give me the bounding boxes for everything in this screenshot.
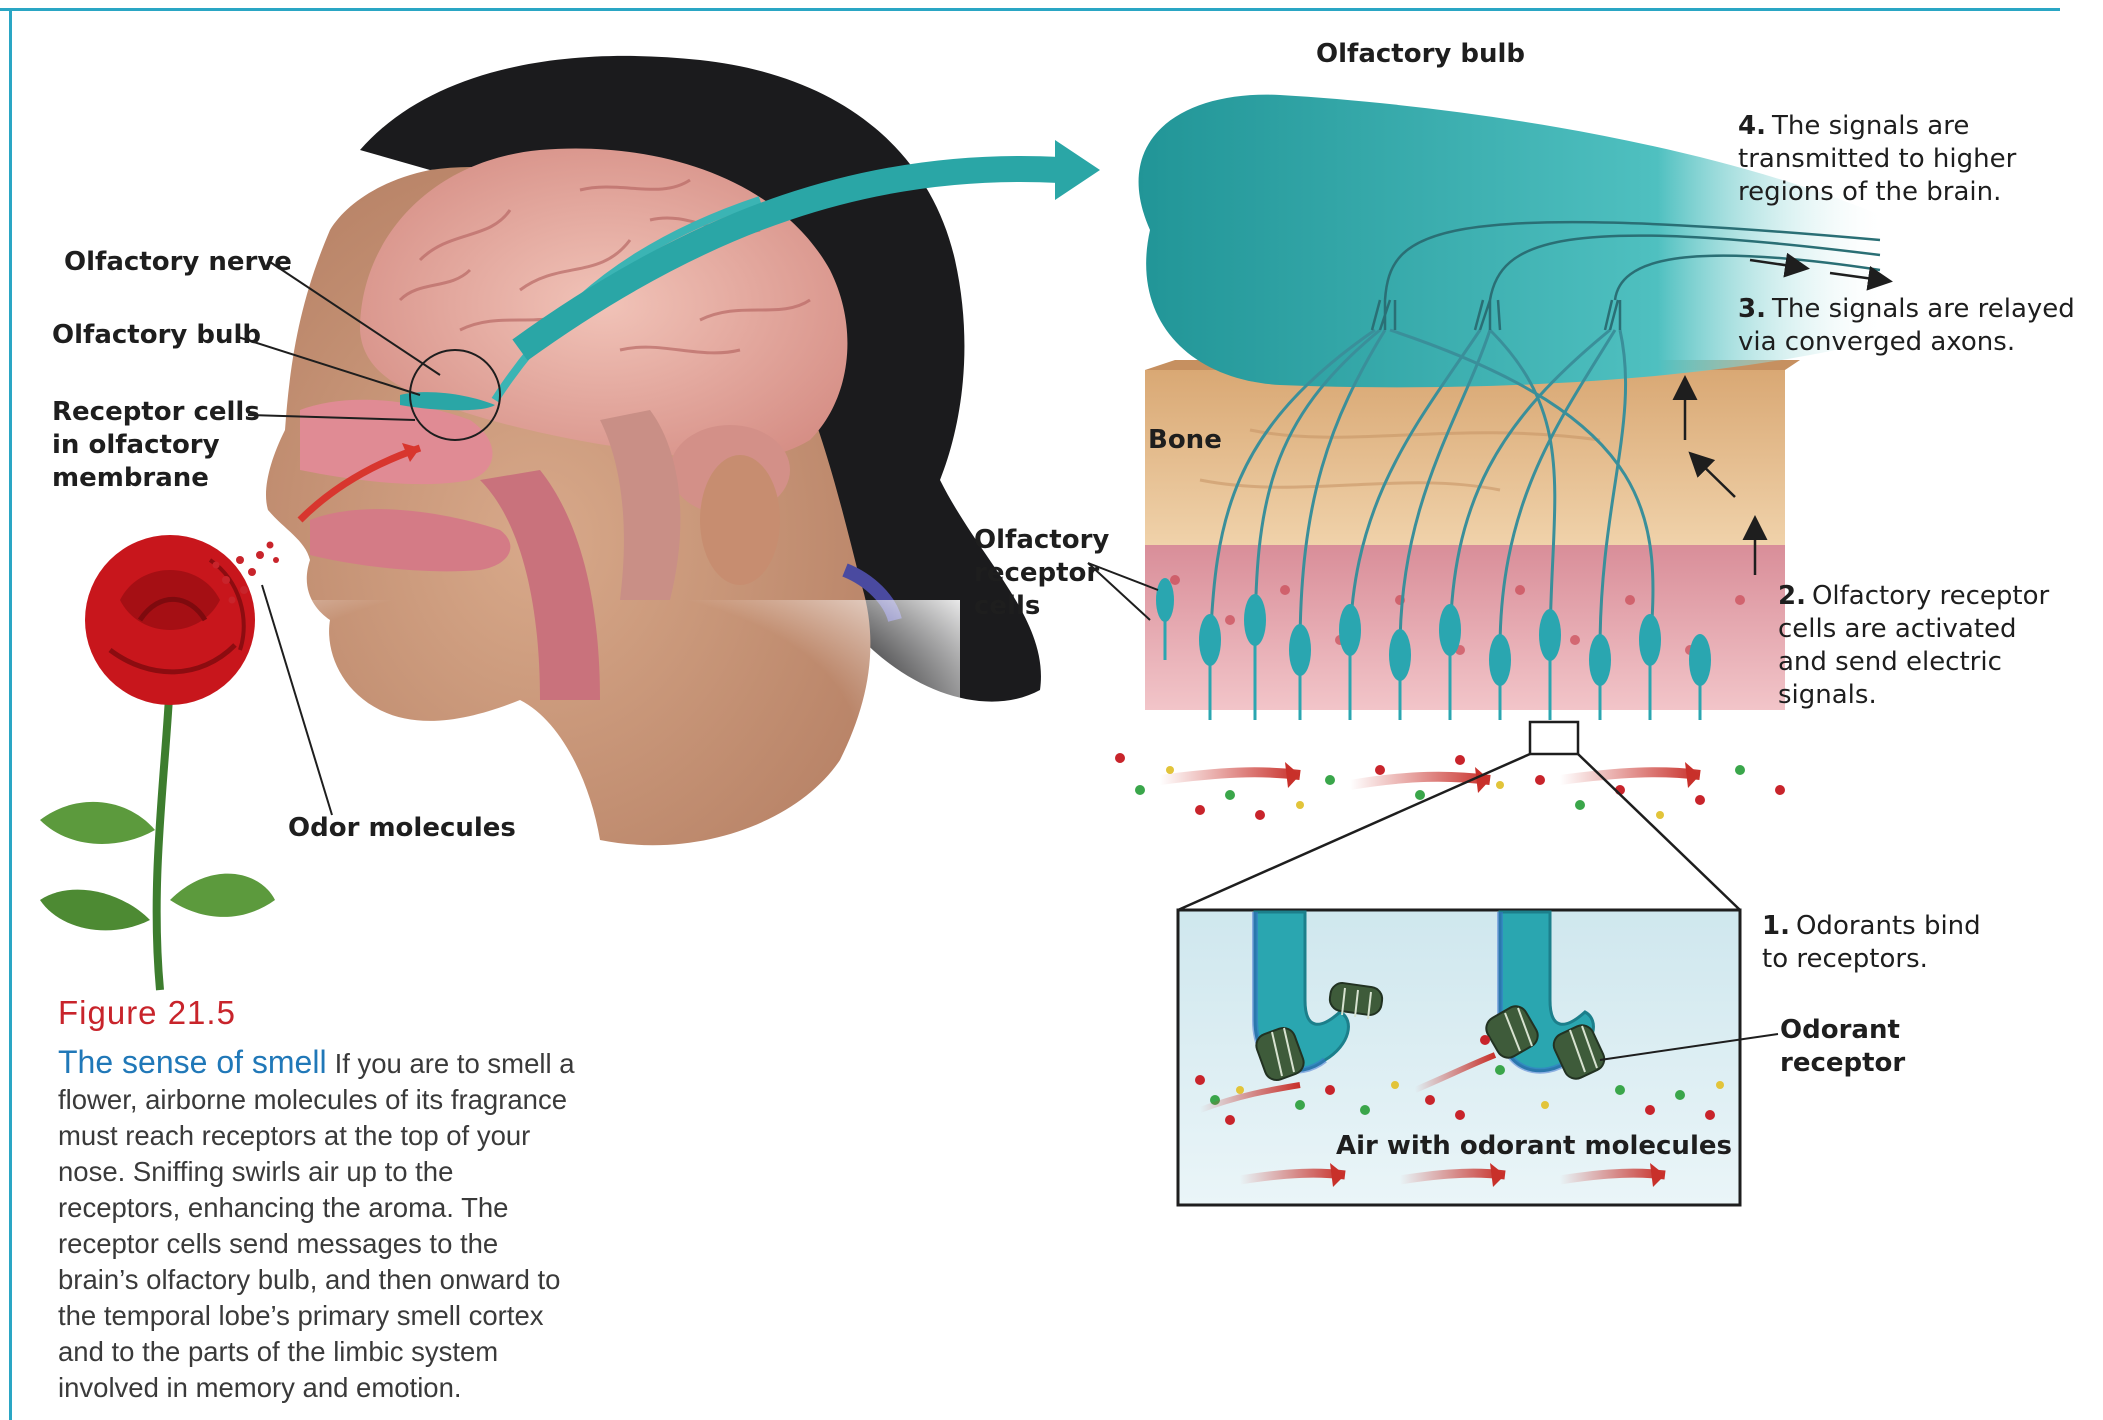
rose-leaf-2	[170, 873, 275, 917]
label-bone: Bone	[1148, 425, 1222, 455]
mouth-cavity	[310, 509, 511, 572]
olfactory-bulb-large	[1138, 94, 1880, 388]
figure-number: Figure 21.5	[58, 994, 236, 1031]
nasal-cavity	[300, 399, 493, 485]
receptor-stripes	[1271, 987, 1598, 1077]
step-1-text: Odorants bind to receptors.	[1762, 911, 1981, 974]
membrane-cells	[1170, 575, 1745, 655]
ear	[700, 455, 780, 585]
step-2: 2.Olfactory receptor cells are activated…	[1778, 580, 2049, 712]
inhale-arrow	[297, 444, 422, 523]
hair	[360, 55, 1041, 702]
inset-arrows	[1198, 1052, 1666, 1187]
brainstem	[600, 410, 681, 600]
step-3-text: The signals are relayed via converged ax…	[1738, 294, 2075, 357]
frame-top-rule	[0, 8, 2060, 11]
brain-folds	[398, 178, 811, 355]
receptor-dendrites	[1163, 620, 1702, 720]
label-olfactory-receptor-cells: Olfactory receptor cells	[974, 525, 1110, 621]
step-4-text: The signals are transmitted to higher re…	[1738, 111, 2017, 207]
step-1: 1.Odorants bind to receptors.	[1762, 910, 1981, 976]
label-receptor-cells: Receptor cells in olfactory membrane	[52, 397, 260, 493]
label-odorant-receptor: Odorant receptor	[1780, 1015, 1906, 1078]
label-olfactory-nerve: Olfactory nerve	[64, 247, 292, 277]
step-4: 4.The signals are transmitted to higher …	[1738, 110, 2016, 209]
olfactory-bulb-small	[400, 392, 495, 411]
airflow-molecules	[1115, 753, 1785, 820]
label-odor-molecules: Odor molecules	[288, 813, 516, 843]
cross-section	[1115, 94, 1893, 912]
label-olfactory-bulb-left: Olfactory bulb	[52, 320, 262, 350]
frame-left-rule	[9, 8, 12, 1420]
rose-illustration	[40, 535, 275, 991]
transfer-arrow	[512, 155, 1061, 361]
left-leader-lines	[237, 261, 441, 816]
label-olfactory-bulb-top: Olfactory bulb	[1316, 39, 1526, 69]
right-leader-lines	[1087, 562, 1779, 1061]
odor-molecule-dots	[212, 541, 279, 604]
converging-axons	[1208, 328, 1655, 651]
step-2-text: Olfactory receptor cells are activated a…	[1778, 581, 2050, 710]
rose-stem	[152, 679, 174, 991]
receptor-cell-bodies	[1156, 578, 1711, 686]
step-3: 3.The signals are relayed via converged …	[1738, 293, 2075, 359]
figure-caption-text: If you are to smell a flower, airborne m…	[58, 1048, 575, 1403]
zoom-box	[1528, 720, 1580, 756]
rose-leaf-1	[40, 801, 155, 844]
step-3-number: 3.	[1738, 294, 1766, 324]
olfactory-membrane	[1145, 545, 1785, 710]
head-illustration	[260, 55, 1041, 950]
step-1-number: 1.	[1762, 911, 1790, 941]
figure-title: The sense of smell	[58, 1044, 327, 1080]
highlight-circle	[409, 349, 501, 441]
inset-detail	[1176, 908, 1742, 1207]
rose-leaf-3	[40, 889, 150, 931]
odorant-receptors	[1255, 982, 1606, 1082]
label-air-with-odorant: Air with odorant molecules	[1336, 1131, 1732, 1161]
step-4-number: 4.	[1738, 111, 1766, 141]
step-2-number: 2.	[1778, 581, 1806, 611]
signal-arrows	[1672, 252, 1893, 575]
